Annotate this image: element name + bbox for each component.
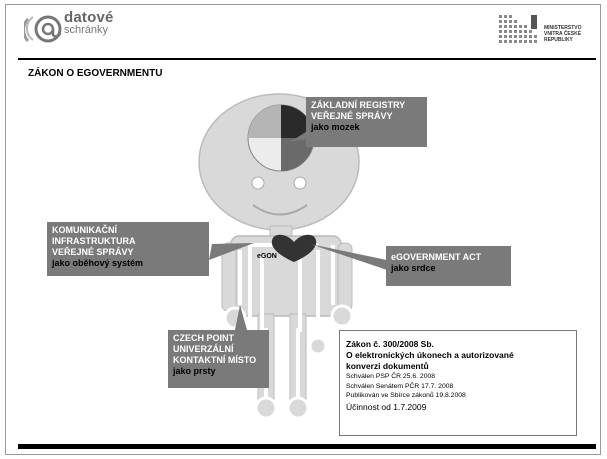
ministry-logo: MINISTERSTVO VNITRA ČESKÉ REPUBLIKY [497,13,597,45]
footer-divider [18,444,596,449]
slide-frame [5,4,601,455]
law-published: Publikován ve Sbírce zákonů 19.8.2008 [346,392,466,399]
brain-circle [247,104,315,172]
callout-line: KONTAKTNÍ MÍSTO [173,355,257,365]
callout-czech-point: CZECH POINT UNIVERZÁLNÍ KONTAKTNÍ MÍSTO … [168,330,269,388]
header-divider [18,58,596,60]
law-title-line2: konverzi dokumentů [346,361,429,371]
callout-line: INFRASTRUKTURA [52,236,136,246]
law-effective-date: Účinnost od 1.7.2009 [346,401,427,412]
heart-icon [271,234,317,262]
callout-basic-registries: ZÁKLADNÍ REGISTRY VEŘEJNÉ SPRÁVY jako mo… [306,97,427,147]
callout-communication-infrastructure: KOMUNIKAČNÍ INFRASTRUKTURA VEŘEJNÉ SPRÁV… [47,222,209,276]
law-info-box: Zákon č. 300/2008 Sb. O elektronických ú… [339,330,577,436]
callout-line: eGOVERNMENT ACT [391,252,482,262]
law-number: Zákon č. 300/2008 Sb. [346,339,434,349]
callout-strong: jako srdce [391,263,436,273]
logo-brand-subtext: schránky [64,24,109,36]
at-sign-icon [24,15,62,43]
ministry-name: MINISTERSTVO VNITRA ČESKÉ REPUBLIKY [544,25,582,43]
callout-egovernment-act: eGOVERNMENT ACT jako srdce [386,246,511,286]
callout-line: ZÁKLADNÍ REGISTRY [311,100,406,110]
callout-strong: jako prsty [173,366,216,376]
logo-brand-text: datové [64,9,114,26]
datove-schranky-logo: datové schránky [24,9,134,51]
callout-strong: jako mozek [311,122,360,132]
law-approved-senate: Schválen Senátem PČR 17.7. 2008 [346,382,454,390]
figure-label: eGON [257,253,277,260]
callout-strong: jako oběhový systém [52,258,144,268]
callout-line: VEŘEJNÉ SPRÁVY [52,247,134,257]
callout-line: VEŘEJNÉ SPRÁVY [311,111,393,121]
ministry-emblem-icon [499,15,537,43]
law-approved-psp: Schválen PSP ČR 25.6. 2008 [346,373,436,380]
callout-line: UNIVERZÁLNÍ [173,344,234,354]
slide-title: ZÁKON O EGOVERNMENTU [28,68,163,79]
callout-line: CZECH POINT [173,333,235,343]
callout-line: KOMUNIKAČNÍ [52,225,117,235]
law-title-line1: O elektronických úkonech a autorizované [346,350,514,360]
